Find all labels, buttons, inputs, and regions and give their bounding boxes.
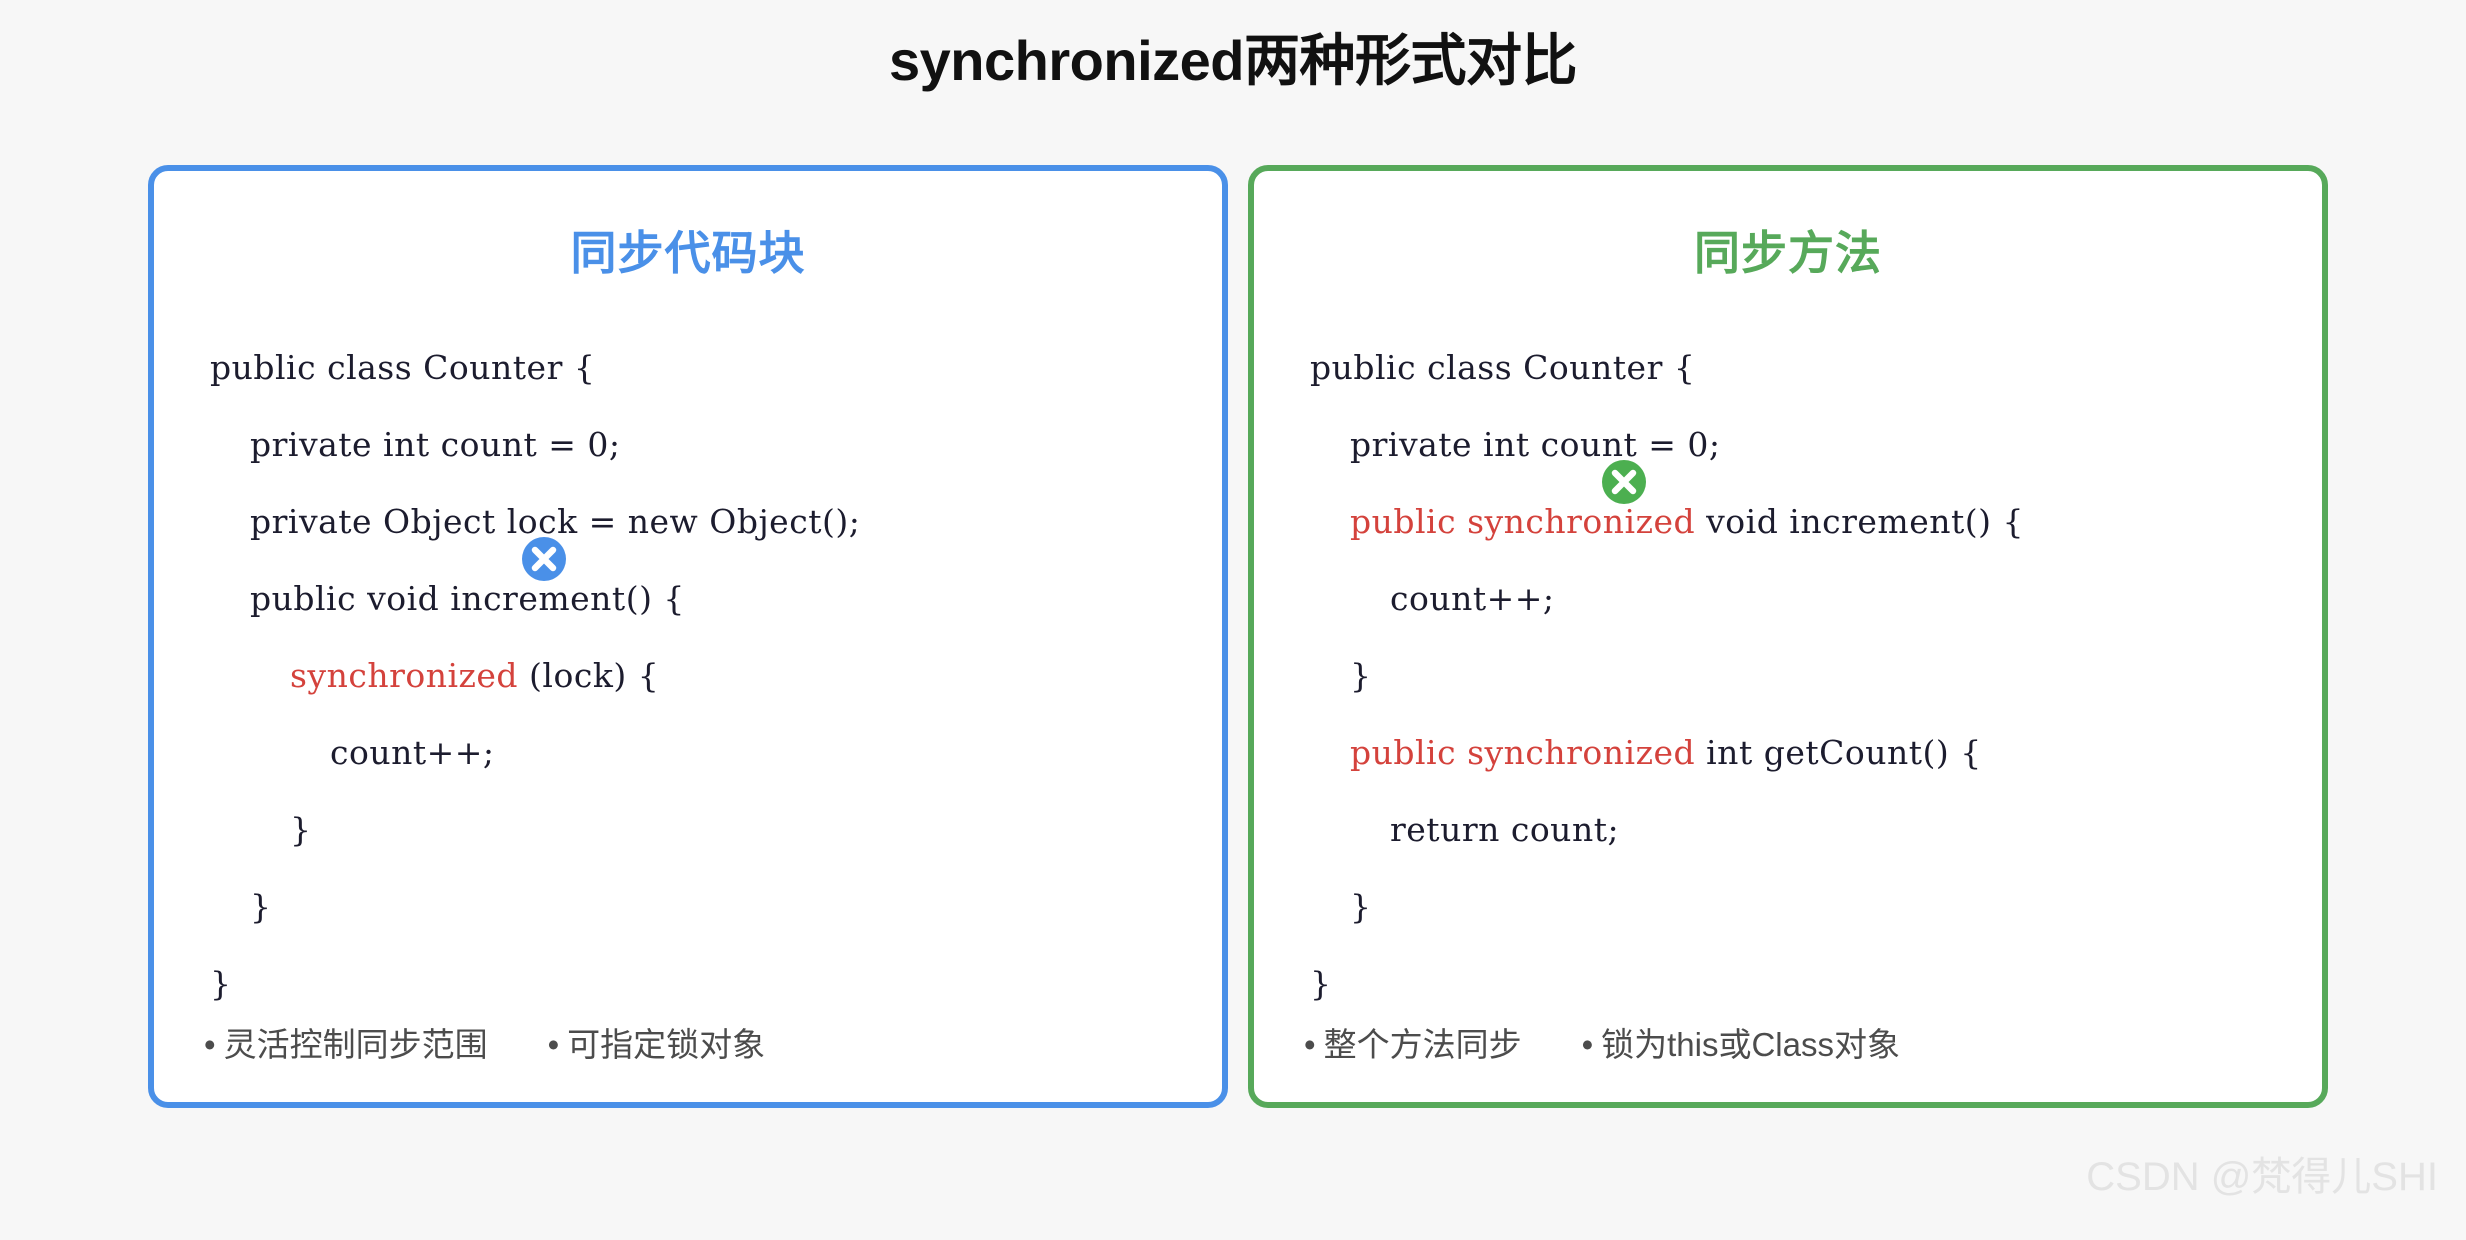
panel-heading-sync-method: 同步方法	[1694, 227, 1882, 279]
circle-x-icon[interactable]	[522, 537, 566, 581]
list-item-label: 灵活控制同步范围	[223, 1026, 488, 1063]
list-item-label: 锁为this或Class对象	[1601, 1026, 1900, 1063]
code-line: private int count = 0;	[1350, 425, 1721, 464]
comparison-panels: 同步代码块 public class Counter { private int…	[148, 165, 2328, 1110]
code-line: private int count = 0;	[250, 425, 621, 464]
code-keyword: public synchronized	[1350, 502, 1696, 541]
code-line: return count;	[1390, 810, 1620, 849]
code-line: }	[1350, 656, 1372, 695]
list-item: •整个方法同步	[1304, 1018, 1522, 1066]
code-line: }	[1350, 887, 1372, 926]
bullets-sync-block: •灵活控制同步范围 •可指定锁对象	[204, 1018, 765, 1066]
panel-sync-block: 同步代码块 public class Counter { private int…	[148, 165, 1228, 1108]
panel-sync-method: 同步方法 public class Counter { private int …	[1248, 165, 2328, 1108]
code-line: count++;	[1390, 579, 1555, 618]
code-line: }	[250, 887, 272, 926]
code-keyword: synchronized	[290, 656, 519, 695]
code-line: }	[210, 964, 232, 1003]
list-item-label: 可指定锁对象	[567, 1026, 766, 1063]
page-title: synchronized两种形式对比	[889, 29, 1577, 92]
list-item: •灵活控制同步范围	[204, 1018, 488, 1066]
code-line: count++;	[330, 733, 495, 772]
code-block-sync-block: public class Counter { private int count…	[154, 329, 1222, 1022]
code-text: void increment() {	[1695, 502, 2024, 541]
code-line: public void increment() {	[250, 579, 685, 618]
circle-x-icon[interactable]	[1602, 460, 1646, 504]
code-keyword: public synchronized	[1350, 733, 1696, 772]
code-line: public synchronized int getCount() {	[1310, 714, 2322, 791]
code-line: }	[1310, 964, 1332, 1003]
code-text: (lock) {	[518, 656, 660, 695]
code-line: public class Counter {	[210, 348, 596, 387]
list-item: •锁为this或Class对象	[1582, 1018, 1900, 1066]
bullet-dot-icon: •	[547, 1026, 560, 1063]
code-line: public synchronized void increment() {	[1310, 483, 2322, 560]
code-line: public class Counter {	[1310, 348, 1696, 387]
code-block-sync-method: public class Counter { private int count…	[1254, 329, 2322, 1022]
watermark: CSDN @梵得儿SHI	[2086, 1155, 2438, 1199]
list-item-label: 整个方法同步	[1323, 1026, 1522, 1063]
bullets-sync-method: •整个方法同步 •锁为this或Class对象	[1304, 1018, 1900, 1066]
bullet-dot-icon: •	[204, 1026, 216, 1063]
bullet-dot-icon: •	[1304, 1026, 1316, 1063]
code-line: synchronized (lock) {	[210, 637, 1222, 714]
list-item: •可指定锁对象	[548, 1018, 766, 1066]
code-line: }	[290, 810, 312, 849]
code-line: private Object lock = new Object();	[250, 502, 861, 541]
code-text: int getCount() {	[1695, 733, 1982, 772]
bullet-dot-icon: •	[1581, 1026, 1594, 1063]
panel-heading-sync-block: 同步代码块	[570, 227, 806, 279]
